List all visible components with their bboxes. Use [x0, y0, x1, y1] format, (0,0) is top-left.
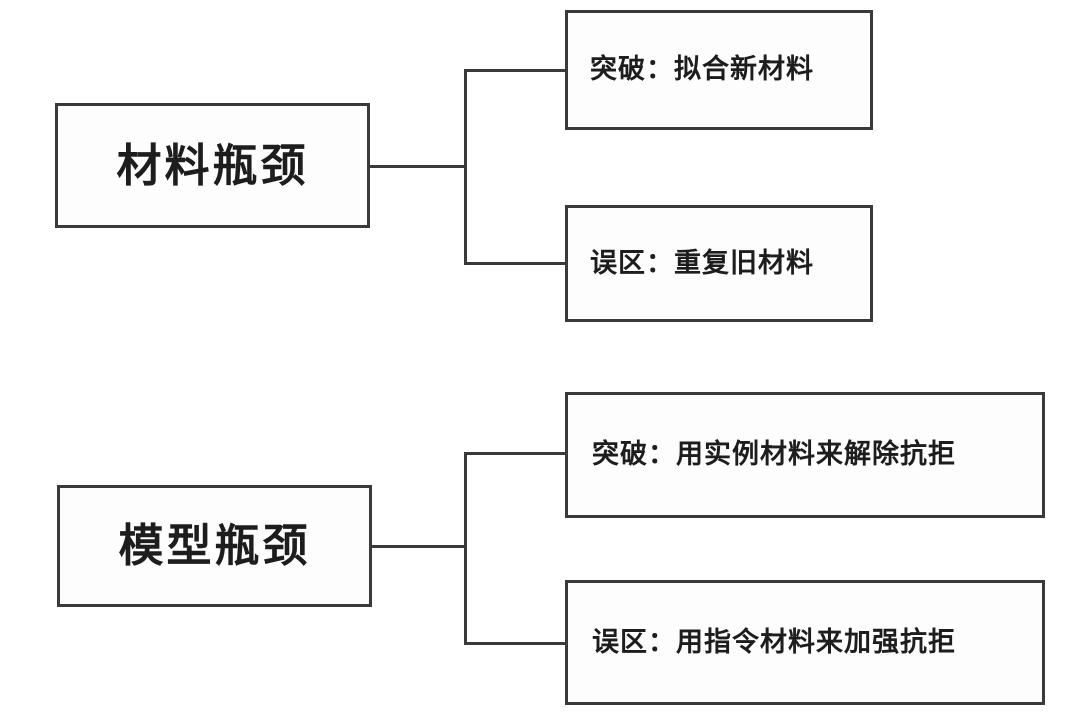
connector-model-branch-misconception [464, 642, 567, 645]
connector-material-branch-breakthrough [464, 69, 567, 72]
connector-material-spine [464, 70, 467, 265]
leaf-node-material-misconception-label: 误区：重复旧材料 [590, 247, 814, 279]
connector-model-root-stem [372, 545, 467, 548]
connector-material-root-stem [370, 165, 467, 168]
leaf-node-model-breakthrough[interactable]: 突破：用实例材料来解除抗拒 [565, 392, 1045, 518]
leaf-node-model-misconception-label: 误区：用指令材料来加强抗拒 [592, 626, 956, 658]
leaf-node-material-misconception[interactable]: 误区：重复旧材料 [565, 205, 873, 322]
leaf-node-model-breakthrough-label: 突破：用实例材料来解除抗拒 [592, 439, 956, 471]
connector-material-branch-misconception [464, 262, 567, 265]
leaf-node-material-breakthrough-label: 突破：拟合新材料 [590, 54, 814, 86]
leaf-node-model-misconception[interactable]: 误区：用指令材料来加强抗拒 [565, 580, 1045, 705]
root-node-material-bottleneck[interactable]: 材料瓶颈 [55, 103, 370, 228]
root-node-model-bottleneck[interactable]: 模型瓶颈 [57, 485, 372, 607]
connector-model-branch-breakthrough [464, 452, 567, 455]
root-node-material-bottleneck-label: 材料瓶颈 [116, 138, 309, 192]
root-node-model-bottleneck-label: 模型瓶颈 [118, 519, 311, 573]
leaf-node-material-breakthrough[interactable]: 突破：拟合新材料 [565, 10, 873, 130]
connector-model-spine [464, 453, 467, 645]
